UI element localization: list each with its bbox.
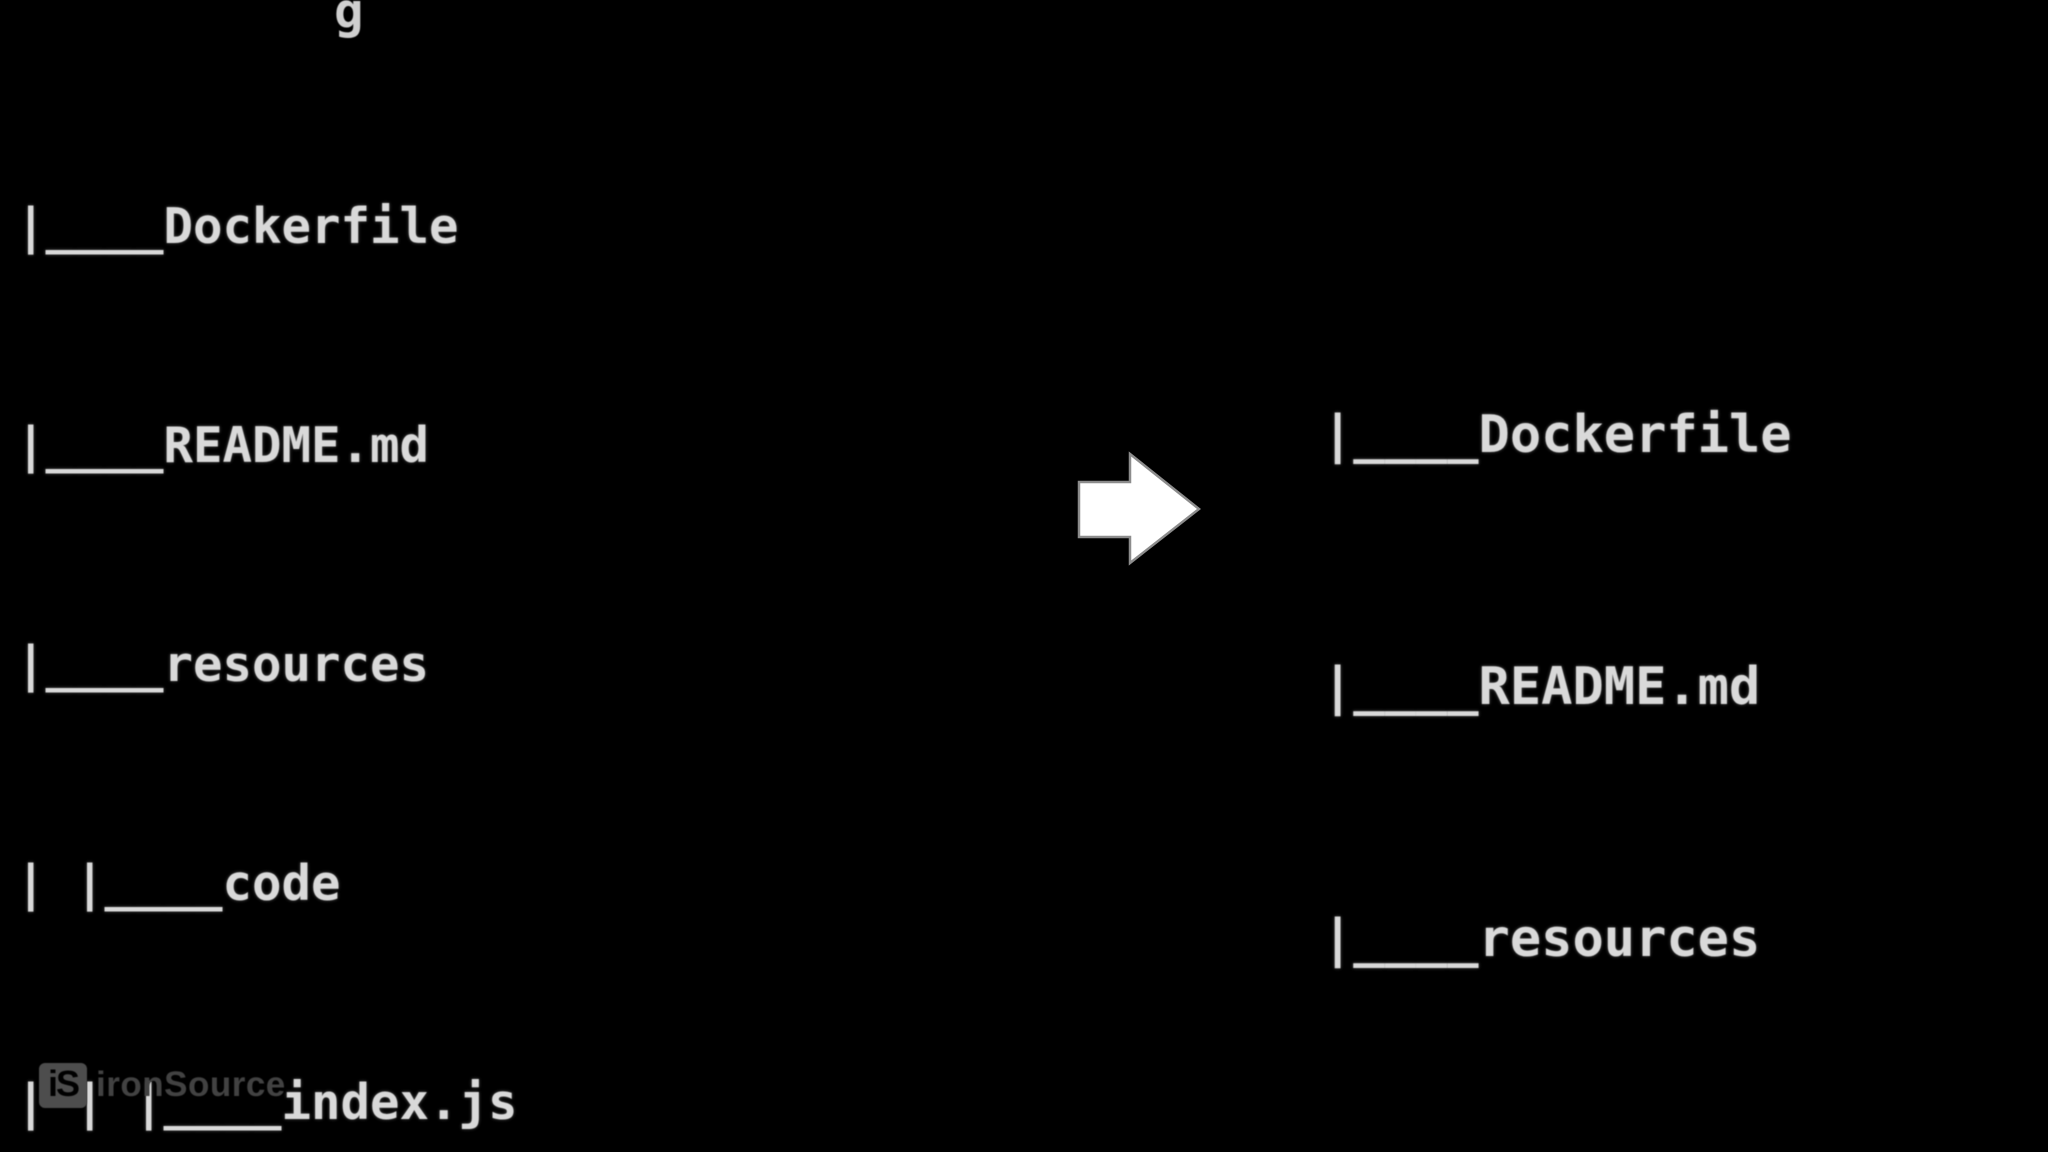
clipped-top-line: g bbox=[330, 0, 400, 40]
tree-line: | | |____index.js bbox=[16, 1074, 518, 1131]
arrow-right-icon bbox=[1072, 448, 1206, 570]
file-tree-after: |____Dockerfile |____README.md |____reso… bbox=[1322, 225, 1979, 1152]
tree-line: |____Dockerfile bbox=[16, 198, 459, 255]
tree-line: |____README.md bbox=[1322, 657, 1761, 717]
ironsource-logo-monogram: iS bbox=[47, 1063, 80, 1104]
tree-line: |____resources bbox=[1322, 909, 1761, 969]
tree-line: |____resources bbox=[16, 636, 430, 693]
tree-line: |____README.md bbox=[16, 417, 430, 474]
arrow-shape bbox=[1077, 451, 1202, 566]
ironsource-brand-text: ironSource bbox=[96, 1065, 286, 1104]
tree-line: | |____code bbox=[16, 855, 341, 912]
file-tree-before: |____Dockerfile |____README.md |____reso… bbox=[16, 44, 960, 1152]
ironsource-logo-icon: iS bbox=[39, 1062, 87, 1108]
clipped-glyph: g bbox=[334, 0, 364, 40]
tree-line: |____Dockerfile bbox=[1322, 405, 1792, 465]
ironsource-watermark: iS ironSource bbox=[39, 1062, 286, 1108]
